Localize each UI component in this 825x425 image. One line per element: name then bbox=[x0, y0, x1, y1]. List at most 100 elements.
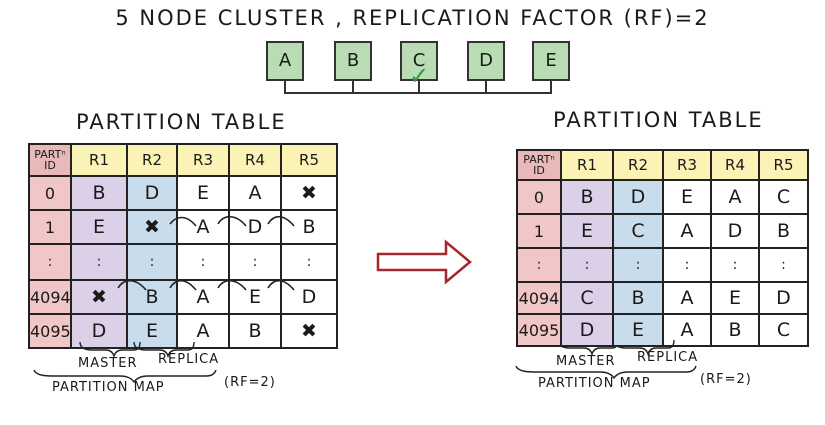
cell: D bbox=[560, 313, 614, 347]
cluster-bus bbox=[284, 92, 552, 94]
cell: A bbox=[228, 175, 282, 211]
right-hdr-r5: R5 bbox=[758, 149, 809, 181]
left-hdr-id: PARTⁿ ID bbox=[28, 143, 72, 177]
cell: : bbox=[758, 247, 809, 283]
left-rf-label: (RF=2) bbox=[224, 375, 276, 390]
cell: D bbox=[126, 175, 178, 211]
cell: B bbox=[612, 281, 664, 315]
cell: C bbox=[612, 213, 664, 249]
transition-arrow-icon bbox=[376, 239, 472, 285]
cell: ✖ bbox=[280, 313, 338, 349]
cell: C bbox=[758, 179, 809, 215]
cell: D bbox=[612, 179, 664, 215]
cell: A bbox=[710, 179, 760, 215]
table-row: 4094 C B A E D bbox=[516, 281, 809, 315]
cell: : bbox=[176, 243, 230, 281]
node-c: C bbox=[400, 41, 438, 81]
cell: A bbox=[662, 213, 712, 249]
cell: B bbox=[758, 213, 809, 249]
table-row: : : : : : : bbox=[516, 247, 809, 283]
left-replica-label: REPLICA bbox=[158, 352, 220, 367]
partition-id: 4094 bbox=[516, 281, 562, 315]
partition-id: 4094 bbox=[28, 279, 72, 315]
cell: A bbox=[662, 281, 712, 315]
partition-map-brace bbox=[515, 365, 697, 380]
node-b: B bbox=[334, 41, 372, 81]
partition-id: : bbox=[516, 247, 562, 283]
cell: B bbox=[70, 175, 128, 211]
migration-arrow bbox=[217, 215, 247, 227]
cell: A bbox=[662, 313, 712, 347]
table-row: 1 E C A D B bbox=[516, 213, 809, 249]
node-e: E bbox=[532, 41, 570, 81]
right-replica-label: REPLICA bbox=[637, 350, 699, 365]
left-header-row: PARTⁿ ID R1 R2 R3 R4 R5 bbox=[28, 143, 338, 177]
cell: C bbox=[560, 281, 614, 315]
left-table-title: PARTITION TABLE bbox=[76, 110, 287, 134]
partition-id: 4095 bbox=[28, 313, 72, 349]
node-a: A bbox=[266, 41, 304, 81]
left-hdr-r3: R3 bbox=[176, 143, 230, 177]
cell: B bbox=[126, 279, 178, 315]
left-partition-map-label: PARTITION MAP bbox=[52, 380, 165, 395]
cell: E bbox=[126, 313, 178, 349]
migration-arrow bbox=[267, 215, 295, 227]
migration-arrow bbox=[267, 279, 295, 291]
cell: : bbox=[126, 243, 178, 281]
right-partition-table: PARTⁿ ID R1 R2 R3 R4 R5 0 B D E A C 1 E … bbox=[516, 149, 809, 347]
cell: : bbox=[710, 247, 760, 283]
cell: : bbox=[280, 243, 338, 281]
left-hdr-r5: R5 bbox=[280, 143, 338, 177]
cell: : bbox=[662, 247, 712, 283]
cell: E bbox=[228, 279, 282, 315]
table-row: 4095 D E A B C bbox=[516, 313, 809, 347]
cell: : bbox=[70, 243, 128, 281]
table-row: 0 B D E A ✖ bbox=[28, 175, 338, 211]
right-partition-map-label: PARTITION MAP bbox=[538, 376, 651, 391]
partition-map-brace bbox=[33, 369, 217, 384]
cell: B bbox=[228, 313, 282, 349]
bus-drop-d bbox=[485, 81, 487, 93]
cell: : bbox=[228, 243, 282, 281]
cell: D bbox=[710, 213, 760, 249]
right-hdr-id: PARTⁿ ID bbox=[516, 149, 562, 181]
diagram-title: 5 NODE CLUSTER , REPLICATION FACTOR (RF)… bbox=[115, 6, 710, 30]
right-hdr-r3: R3 bbox=[662, 149, 712, 181]
partition-id: 0 bbox=[516, 179, 562, 215]
cell: E bbox=[662, 179, 712, 215]
table-row: 0 B D E A C bbox=[516, 179, 809, 215]
cell: D bbox=[228, 209, 282, 245]
cell: ✖ bbox=[70, 279, 128, 315]
table-row: 4095 D E A B ✖ bbox=[28, 313, 338, 349]
right-header-row: PARTⁿ ID R1 R2 R3 R4 R5 bbox=[516, 149, 809, 181]
bus-drop-b bbox=[352, 81, 354, 93]
partition-id: : bbox=[28, 243, 72, 281]
cell: : bbox=[560, 247, 614, 283]
bus-drop-a bbox=[284, 81, 286, 93]
node-d: D bbox=[467, 41, 505, 81]
cell: D bbox=[70, 313, 128, 349]
partition-id: 1 bbox=[516, 213, 562, 249]
table-row: 1 E ✖ A D B bbox=[28, 209, 338, 245]
cell: B bbox=[560, 179, 614, 215]
left-partition-table: PARTⁿ ID R1 R2 R3 R4 R5 0 B D E A ✖ 1 E … bbox=[28, 143, 338, 349]
master-brace bbox=[557, 339, 619, 357]
migration-arrow bbox=[169, 216, 197, 227]
cell: A bbox=[176, 313, 230, 349]
migration-arrow bbox=[217, 279, 247, 291]
right-hdr-r1: R1 bbox=[560, 149, 614, 181]
check-icon: ✓ bbox=[409, 62, 430, 90]
right-hdr-r2: R2 bbox=[612, 149, 664, 181]
cell: B bbox=[710, 313, 760, 347]
left-hdr-r1: R1 bbox=[70, 143, 128, 177]
left-master-label: MASTER bbox=[78, 356, 138, 371]
cell: E bbox=[176, 175, 230, 211]
cell: E bbox=[560, 213, 614, 249]
cell: E bbox=[710, 281, 760, 315]
cell: : bbox=[612, 247, 664, 283]
bus-drop-e bbox=[550, 81, 552, 93]
replica-brace bbox=[613, 339, 675, 357]
right-table-title: PARTITION TABLE bbox=[553, 108, 764, 132]
cell: B bbox=[280, 209, 338, 245]
